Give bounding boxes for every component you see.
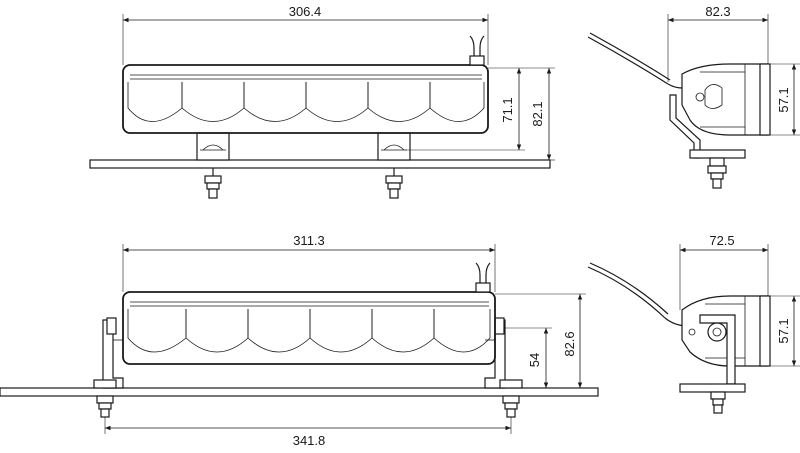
bottom-reflector-cups [127, 309, 491, 353]
bottom-cable [475, 262, 491, 293]
top-side-height-dimension: 57.1 [776, 87, 791, 112]
top-left-bolt [204, 168, 222, 199]
top-side-width-dimension: 82.3 [705, 4, 730, 19]
top-height-b-dimension: 82.1 [530, 101, 545, 126]
top-side-view: 82.3 57.1 [587, 4, 800, 189]
bottom-side-width-dimension: 72.5 [709, 233, 734, 248]
bottom-front-view: 311.3 54 82.6 341.8 [0, 233, 599, 448]
bottom-right-bolt [499, 379, 523, 418]
top-left-bracket [196, 132, 230, 161]
bottom-left-bolt [93, 379, 117, 418]
top-side-bolt [707, 157, 727, 189]
bottom-height-b-dimension: 82.6 [562, 331, 577, 356]
bottom-width-dimension: 311.3 [293, 233, 325, 248]
bottom-height-a-dimension: 54 [527, 353, 542, 367]
bottom-left-bracket [102, 317, 124, 389]
top-side-cable [587, 32, 683, 89]
bottom-mounting-plate [0, 387, 599, 397]
top-mounting-plate [89, 159, 551, 169]
top-cable [469, 35, 485, 66]
bottom-bracket-width-dimension: 341.8 [293, 433, 326, 448]
top-reflector-cups [127, 82, 485, 122]
top-side-housing [681, 63, 769, 136]
bottom-side-cable [587, 262, 689, 327]
bottom-side-bolt [710, 391, 726, 414]
top-light-housing [122, 64, 489, 134]
bottom-side-view: 72.5 57.1 [587, 233, 800, 414]
top-right-bolt [385, 168, 403, 199]
bottom-light-housing [122, 291, 496, 365]
top-width-dimension: 306.4 [289, 4, 322, 19]
top-right-bracket [377, 132, 411, 161]
top-height-a-dimension: 71.1 [500, 97, 515, 122]
top-front-view: 306.4 71.1 82.1 [89, 4, 555, 199]
bottom-side-height-dimension: 57.1 [776, 318, 791, 343]
